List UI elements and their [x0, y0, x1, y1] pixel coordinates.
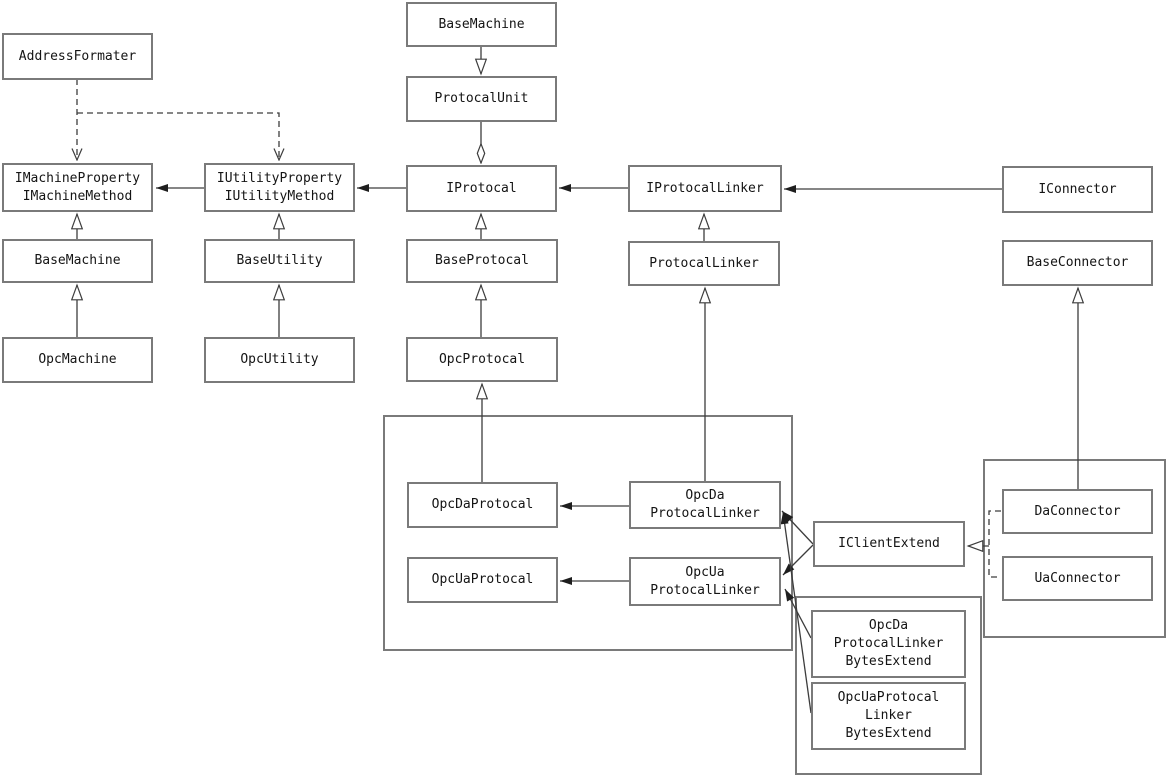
- group-connectors: [983, 459, 1166, 638]
- class-box-iconnector: IConnector: [1002, 166, 1153, 213]
- class-box-imachineproperty-imachinemethod: IMachineProperty IMachineMethod: [2, 163, 153, 212]
- class-label: OpcUa ProtocalLinker: [650, 564, 760, 598]
- class-box-iclientextend: IClientExtend: [813, 521, 965, 567]
- class-box-iprotocallinker: IProtocalLinker: [628, 165, 782, 212]
- class-box-baseconnector: BaseConnector: [1002, 240, 1153, 286]
- class-label: OpcMachine: [38, 352, 117, 368]
- class-label: OpcUtility: [240, 352, 319, 368]
- class-box-opcdaprotocal: OpcDaProtocal: [407, 482, 558, 528]
- class-box-opcdaprotocallinkerbytesextend: OpcDa ProtocalLinker BytesExtend: [811, 610, 966, 678]
- class-label: OpcUaProtocal: [431, 572, 534, 588]
- class-label: IUtilityProperty IUtilityMethod: [216, 170, 343, 204]
- class-box-uaconnector: UaConnector: [1002, 556, 1153, 601]
- class-label: BaseMachine: [34, 253, 121, 269]
- class-box-opcuaprotocallinker: OpcUa ProtocalLinker: [629, 557, 781, 606]
- class-box-iutilityproperty-iutilitymethod: IUtilityProperty IUtilityMethod: [204, 163, 355, 212]
- class-label: IProtocalLinker: [646, 180, 764, 196]
- class-box-opcmachine: OpcMachine: [2, 337, 153, 383]
- class-box-addressformater: AddressFormater: [2, 33, 153, 80]
- class-label: OpcProtocal: [438, 351, 526, 367]
- class-label: IProtocal: [446, 180, 517, 196]
- class-box-baseutility: BaseUtility: [204, 239, 355, 283]
- class-box-iprotocal: IProtocal: [406, 165, 557, 212]
- class-label: IClientExtend: [838, 536, 940, 552]
- class-box-baseprotocal: BaseProtocal: [406, 239, 558, 283]
- class-label: IMachineProperty IMachineMethod: [14, 170, 141, 204]
- class-box-opcuaprotocal: OpcUaProtocal: [407, 557, 558, 603]
- class-box-basemachine-top: BaseMachine: [406, 2, 557, 47]
- class-label: BaseProtocal: [435, 253, 529, 269]
- class-label: ProtocalLinker: [649, 255, 759, 271]
- class-box-opcprotocal: OpcProtocal: [406, 337, 558, 382]
- class-label: AddressFormater: [18, 48, 137, 64]
- class-box-daconnector: DaConnector: [1002, 489, 1153, 534]
- class-box-opcdaprotocallinker: OpcDa ProtocalLinker: [629, 481, 781, 529]
- class-label: OpcDa ProtocalLinker: [650, 488, 760, 521]
- class-box-opcuaprotocallinkerbytesextend: OpcUaProtocal Linker BytesExtend: [811, 682, 966, 750]
- class-box-opcutility: OpcUtility: [204, 337, 355, 383]
- class-label: BaseConnector: [1026, 255, 1129, 271]
- class-label: OpcDa ProtocalLinker BytesExtend: [833, 618, 944, 669]
- class-label: ProtocalUnit: [434, 91, 529, 107]
- class-label: OpcUaProtocal Linker BytesExtend: [837, 690, 940, 741]
- class-box-protocallinker: ProtocalLinker: [628, 241, 780, 286]
- class-label: OpcDaProtocal: [431, 497, 534, 513]
- class-label: DaConnector: [1034, 503, 1121, 519]
- class-label: UaConnector: [1034, 570, 1121, 586]
- class-label: IConnector: [1038, 181, 1117, 197]
- class-box-basemachine-left: BaseMachine: [2, 239, 153, 283]
- class-label: BaseUtility: [236, 253, 323, 269]
- edge-addressformater-to-iutility: [77, 112, 279, 160]
- class-box-protocalunit: ProtocalUnit: [406, 76, 557, 122]
- group-opc-protocal-implementations: [383, 415, 793, 651]
- class-label: BaseMachine: [438, 16, 525, 32]
